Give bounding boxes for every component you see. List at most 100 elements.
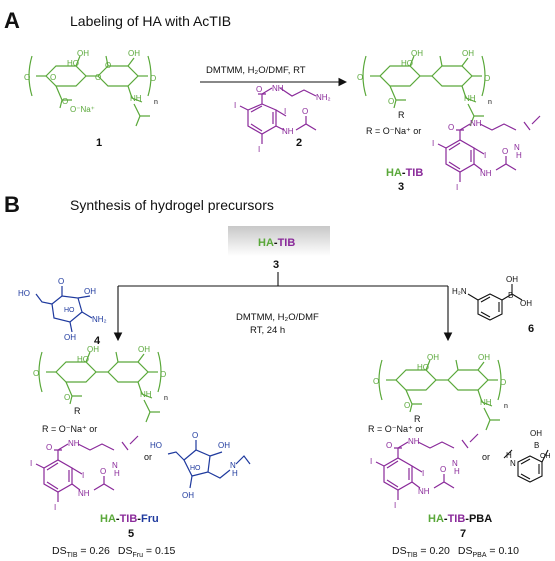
ha7-r-group: R [414,414,421,424]
cmp2-i-right: I [284,107,286,116]
ha5-r-group: R [74,406,81,416]
compound-4-structure [35,286,93,333]
cmp2-nh: NH [272,84,284,93]
ha1-carboxylate: O⁻Na⁺ [70,105,95,114]
ha7-o-carbonyl: O [404,401,410,410]
ha5-ho: HO [77,355,89,364]
ha1-o-carboxyl: O [62,97,68,106]
ha1-ho: HO [67,59,79,68]
fru-ho: HO [150,441,162,450]
compound-5-backbone [38,351,162,405]
tib-r-nh-acetyl: NH [418,487,430,496]
pba-oh-top: OH [530,429,542,438]
starting-material-label: 3 [273,259,279,271]
ha7-oh-right: OH [478,353,490,362]
tib-r-o: O [386,441,392,450]
tib-a-o-acetyl: O [502,147,508,156]
compound-3-label: 3 [398,181,404,193]
tib-substituent-left [35,435,139,502]
or-right: or [482,452,490,462]
cmp6-oh-top: OH [506,275,518,284]
starting-material-box [228,226,330,256]
or-left: or [144,452,152,462]
tib-l-i-left: I [30,459,32,468]
pba-h: H [506,451,512,460]
tib-a-n: N [514,143,520,152]
panel-a-letter: A [4,8,20,33]
ha3-ho: HO [401,59,413,68]
tib-r-nh: NH [408,437,420,446]
fru-n: N [230,461,236,470]
ha5-oh-top: OH [87,345,99,354]
cmp2-i-left: I [234,101,236,110]
tib-a-i-left: I [432,139,434,148]
tib-l-h: H [114,469,120,478]
cmp6-b: B [508,291,513,300]
ha1-nh: NH [130,94,142,103]
ha5-o-carbonyl: O [64,393,70,402]
ha1-o-left: O [24,73,30,82]
product-5-name: HA-TIB-Fru [100,513,159,525]
tib-l-o-acetyl: O [100,467,106,476]
ha1-subscript-n: n [154,99,158,106]
cmp2-o-acetyl: O [302,107,308,116]
compound-6-label: 6 [528,323,534,335]
tib-a-nh-acetyl: NH [480,169,492,178]
ha3-r-group: R [398,110,405,120]
tib-r-o-acetyl: O [440,465,446,474]
cmp6-oh-right: OH [520,299,532,308]
ha7-o-right: O [500,378,506,387]
cmp4-nh2: NH₂ [92,315,107,324]
ha3-o-left: O [357,73,363,82]
compound-1-label: 1 [96,137,102,149]
ha1-o-ring2: O [105,61,111,70]
ha1-oh-right: OH [128,49,140,58]
ha5-o-left: O [33,369,39,378]
tib-l-i-bottom: I [54,503,56,512]
cmp4-oh-top: OH [84,287,96,296]
ha7-oh-top: OH [427,353,439,362]
fru-oh-top: OH [218,441,230,450]
tib-l-n: N [112,461,118,470]
tib-a-i-bottom: I [456,183,458,192]
ha1-o-right: O [150,74,156,83]
ha1-oh-top: OH [77,49,89,58]
reaction-a-conditions: DMTMM, H₂O/DMF, RT [206,65,306,76]
cmp2-o: O [256,85,262,94]
product-7-name: HA-TIB-PBA [428,513,492,525]
ha5-oh-right: OH [138,345,150,354]
fru-ho-mid: HO [190,465,201,472]
panel-b-left-r-definition: R = O⁻Na⁺ or [42,424,97,434]
cmp4-ho: HO [18,289,30,298]
compound-5-label: 5 [128,528,134,540]
compound-2-structure [239,87,317,144]
ha3-oh-top: OH [411,49,423,58]
tib-l-o: O [46,443,52,452]
tib-l-nh-acetyl: NH [78,489,90,498]
tib-r-i-left: I [370,457,372,466]
ha7-o-left: O [373,377,379,386]
cmp2-i-bottom: I [258,145,260,154]
tib-a-o: O [448,123,454,132]
compound-6-structure [467,284,523,321]
panel-b-right-r-definition: R = O⁻Na⁺ or [368,424,423,434]
ha3-o-carbonyl: O [388,97,394,106]
reaction-b-conditions-2: RT, 24 h [250,325,285,336]
ha7-subscript-n: n [504,403,508,410]
tib-a-h: H [516,151,522,160]
tib-substituent-right [375,433,479,500]
ha7-nh: NH [480,398,492,407]
ha3-oh-right: OH [462,49,474,58]
tib-l-i-right: I [82,471,84,480]
fru-oh-bottom: OH [182,491,194,500]
panel-a-title: Labeling of HA with AcTIB [70,13,231,29]
compound-2-label: 2 [296,137,302,149]
ha7-ho: HO [417,363,429,372]
ha5-subscript-n: n [164,395,168,402]
cmp2-nh-acetyl: NH [282,127,294,136]
ha5-nh: NH [140,390,152,399]
tib-a-nh: NH [470,119,482,128]
compound-4-label: 4 [94,335,101,347]
